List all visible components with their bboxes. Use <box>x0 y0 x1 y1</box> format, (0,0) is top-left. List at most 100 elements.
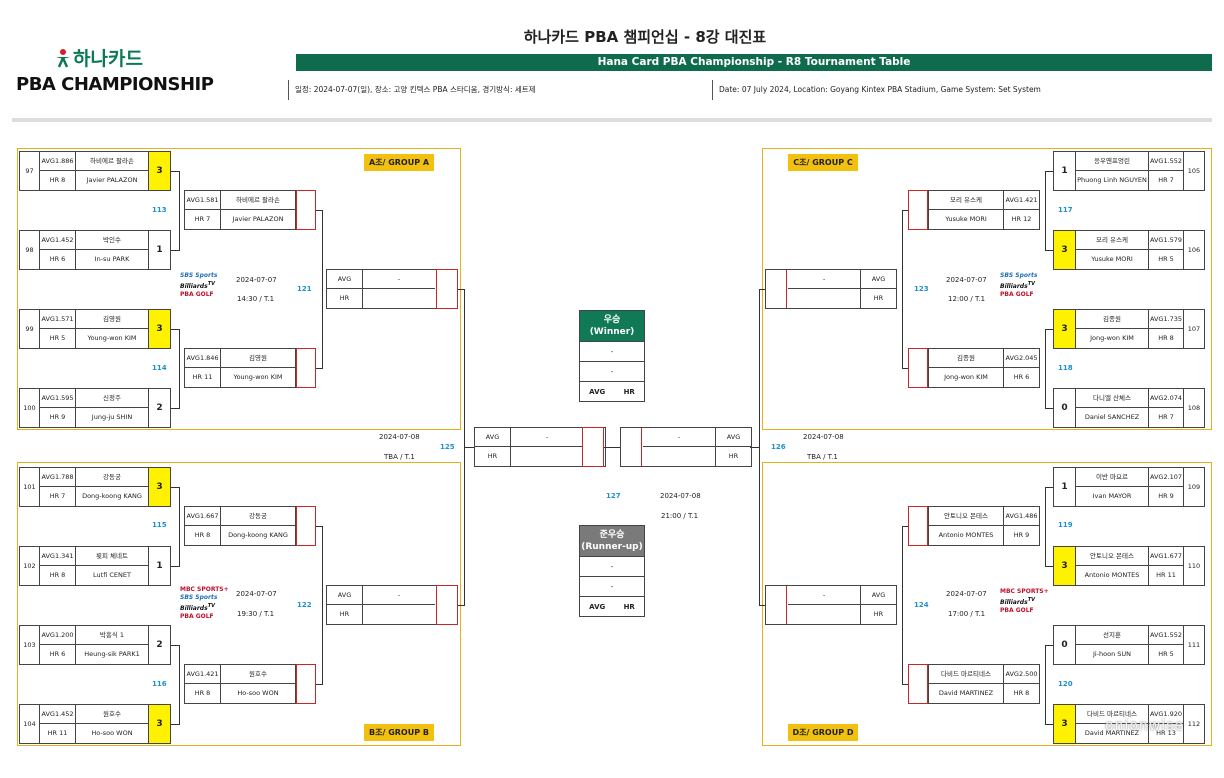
player-name-ko: 박흥식 1 <box>76 626 148 645</box>
slot-avg: AVG <box>327 270 363 289</box>
slot-name-en: David MARTINEZ <box>938 689 994 697</box>
bracket-line <box>171 566 179 567</box>
player-score: 2 <box>148 626 170 664</box>
seed-number: 103 <box>20 626 40 664</box>
qf-slot[interactable]: 모리 유스케 Yusuke MORI AVG1.421 HR 12 <box>928 190 1040 230</box>
slot-name-en <box>788 289 860 308</box>
player-score: 3 <box>148 705 170 743</box>
sbs-sports-logo: SBS Sports <box>1000 272 1038 279</box>
watermark: onionwise <box>1104 718 1184 734</box>
player-card[interactable]: 98 AVG1.452 HR 6 박인수 In-su PARK 1 <box>19 230 171 270</box>
score-box <box>296 506 316 546</box>
player-name-en: In-su PARK <box>94 255 130 263</box>
billiards-tv-logo: Billiards <box>180 605 208 612</box>
slot-avg: AVG <box>327 586 363 605</box>
slot-name: - <box>363 270 435 289</box>
player-name-en: Jung-ju SHIN <box>91 413 133 421</box>
bracket-line <box>759 605 765 606</box>
player-card[interactable]: 3 안토니오 몬테스 Antonio MONTES AVG1.677 HR 11… <box>1053 546 1205 586</box>
slot-name-en: Jong-won KIM <box>944 373 988 381</box>
seed-number: 102 <box>20 547 40 585</box>
player-card[interactable]: 102 AVG1.341 HR 8 륏피 체네트 Lutfi CENET 1 <box>19 546 171 586</box>
qf-slot[interactable]: 안토니오 몬테스 Antonio MONTES AVG1.486 HR 9 <box>928 506 1040 546</box>
player-card[interactable]: 0 다니엘 산체스 Daniel SANCHEZ AVG2.074 HR 7 1… <box>1053 388 1205 428</box>
player-card[interactable]: 99 AVG1.571 HR 5 김영원 Young-won KIM 3 <box>19 309 171 349</box>
broadcaster-logo: MBC SPORTS+ SBS Sports BilliardsTV PBA G… <box>180 586 236 621</box>
bracket-line <box>171 724 179 725</box>
bracket-line <box>902 526 908 527</box>
qf-slot[interactable]: AVG1.421 HR 8 원호수 Ho-soo WON <box>184 664 296 704</box>
bracket-line <box>902 210 908 211</box>
player-name-en: Daniel SANCHEZ <box>1084 413 1140 421</box>
match-date: 2024-07-08 <box>660 492 701 500</box>
player-hr: HR 8 <box>1148 329 1184 348</box>
player-card[interactable]: 3 김종원 Jong-won KIM AVG1.735 HR 8 107 <box>1053 309 1205 349</box>
group-b-label: B조/ GROUP B <box>364 724 434 741</box>
player-name-ko: 다니엘 산체스 <box>1076 389 1148 408</box>
slot-name-ko: 김종원 <box>929 349 1003 368</box>
player-card[interactable]: 1 이반 마요르 Ivan MAYOR AVG2.107 HR 9 109 <box>1053 467 1205 507</box>
slot-name-ko: 안토니오 몬테스 <box>929 507 1003 526</box>
player-card[interactable]: 97 AVG1.886 HR 8 하비에르 팔라손 Javier PALAZON… <box>19 151 171 191</box>
slot-name-en: Antonio MONTES <box>938 531 994 539</box>
slot-avg: AVG <box>860 586 896 605</box>
player-card[interactable]: 1 응우옌프엉린 Phuong Linh NGUYEN AVG1.552 HR … <box>1053 151 1205 191</box>
player-score: 1 <box>148 547 170 585</box>
sf-slot[interactable]: - AVG HR <box>765 269 897 309</box>
player-name-ko: 김영원 <box>76 310 148 329</box>
player-card[interactable]: 0 선지훈 Ji-hoon SUN AVG1.552 HR 5 111 <box>1053 625 1205 665</box>
qf-slot[interactable]: 다비드 마르티네스 David MARTINEZ AVG2.500 HR 8 <box>928 664 1040 704</box>
player-name-en: Ji-hoon SUN <box>1092 650 1132 658</box>
player-card[interactable]: 100 AVG1.595 HR 9 신정주 Jung-ju SHIN 2 <box>19 388 171 428</box>
player-avg: AVG1.552 <box>1148 152 1184 171</box>
runner-up-name: - <box>580 556 644 576</box>
player-card[interactable]: 104 AVG1.452 HR 11 원호수 Ho-soo WON 3 <box>19 704 171 744</box>
slot-avg: AVG2.500 <box>1003 665 1039 684</box>
match-time: 14:30 / T.1 <box>237 295 275 303</box>
player-hr: HR 5 <box>40 329 76 348</box>
bracket-line <box>902 684 908 685</box>
bracket-line <box>1045 645 1053 646</box>
player-card[interactable]: 3 모리 유스케 Yusuke MORI AVG1.579 HR 5 106 <box>1053 230 1205 270</box>
bracket-line <box>1045 566 1053 567</box>
title-banner: Hana Card PBA Championship - R8 Tourname… <box>296 54 1212 71</box>
seed-number: 105 <box>1187 167 1201 175</box>
bracket-line <box>179 171 180 251</box>
sf-slot[interactable]: AVG HR - <box>326 585 458 625</box>
player-score: 3 <box>1054 547 1076 585</box>
sf-slot[interactable]: - AVG HR <box>765 585 897 625</box>
qf-slot[interactable]: AVG1.846 HR 11 김영원 Young-won KIM <box>184 348 296 388</box>
match-time: TBA / T.1 <box>384 453 415 461</box>
player-name-en: Javier PALAZON <box>86 176 138 184</box>
match-date: 2024-07-07 <box>946 590 987 598</box>
player-hr: HR 6 <box>40 645 76 664</box>
slot-name-ko: 모리 유스케 <box>929 191 1003 210</box>
slot-hr: HR 7 <box>185 210 221 229</box>
player-name-ko: 안토니오 몬테스 <box>1076 547 1148 566</box>
broadcaster-logo: MBC SPORTS+ BilliardsTV PBA GOLF <box>1000 588 1056 615</box>
pba-golf-logo: PBA GOLF <box>1000 291 1034 298</box>
billiards-tv-logo: Billiards <box>1000 599 1028 606</box>
qf-slot[interactable]: AVG1.581 HR 7 하비에르 팔라손 Javier PALAZON <box>184 190 296 230</box>
player-avg: AVG1.571 <box>40 310 76 329</box>
player-name-ko: 륏피 체네트 <box>76 547 148 566</box>
bracket-line <box>1045 250 1053 251</box>
final-slot[interactable]: - AVG HR <box>620 427 752 467</box>
qf-slot[interactable]: AVG1.667 HR 8 강동궁 Dong-koong KANG <box>184 506 296 546</box>
player-name-en: Antonio MONTES <box>1084 571 1140 579</box>
player-card[interactable]: 103 AVG1.200 HR 6 박흥식 1 Heung-sik PARK1 … <box>19 625 171 665</box>
slot-name-ko: 원호수 <box>221 665 295 684</box>
slot-avg: AVG1.486 <box>1003 507 1039 526</box>
player-hr: HR 8 <box>40 566 76 585</box>
group-d-box <box>762 462 1212 746</box>
player-card[interactable]: 3 다비드 마르티네스 David MARTINEZ AVG1.920 HR 1… <box>1053 704 1205 744</box>
match-number: 127 <box>606 492 621 500</box>
player-card[interactable]: 101 AVG1.788 HR 7 강동궁 Dong-koong KANG 3 <box>19 467 171 507</box>
player-score: 3 <box>148 468 170 506</box>
match-date: 2024-07-08 <box>803 433 844 441</box>
qf-slot[interactable]: 김종원 Jong-won KIM AVG2.045 HR 6 <box>928 348 1040 388</box>
slot-hr: HR 6 <box>1003 368 1039 387</box>
tv-mark: TV <box>1027 597 1035 603</box>
